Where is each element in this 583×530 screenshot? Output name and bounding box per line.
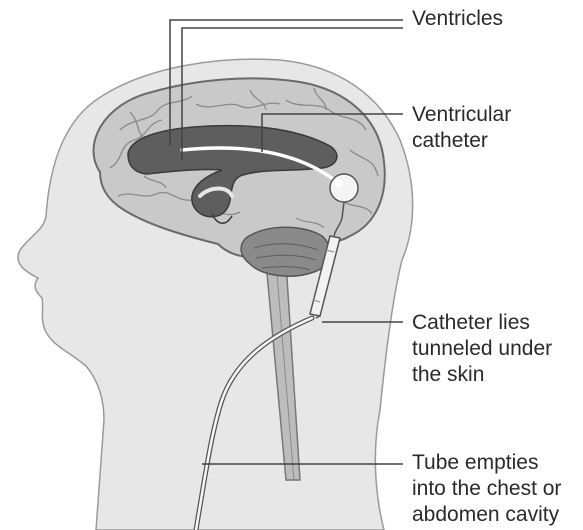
label-ventricular-catheter: Ventricular catheter	[412, 102, 511, 154]
label-catheter-tunneled: Catheter lies tunneled under the skin	[412, 310, 552, 388]
label-ventricles: Ventricles	[412, 6, 503, 32]
valve-reservoir	[330, 174, 358, 202]
label-tube-empties: Tube empties into the chest or abdomen c…	[412, 450, 561, 528]
